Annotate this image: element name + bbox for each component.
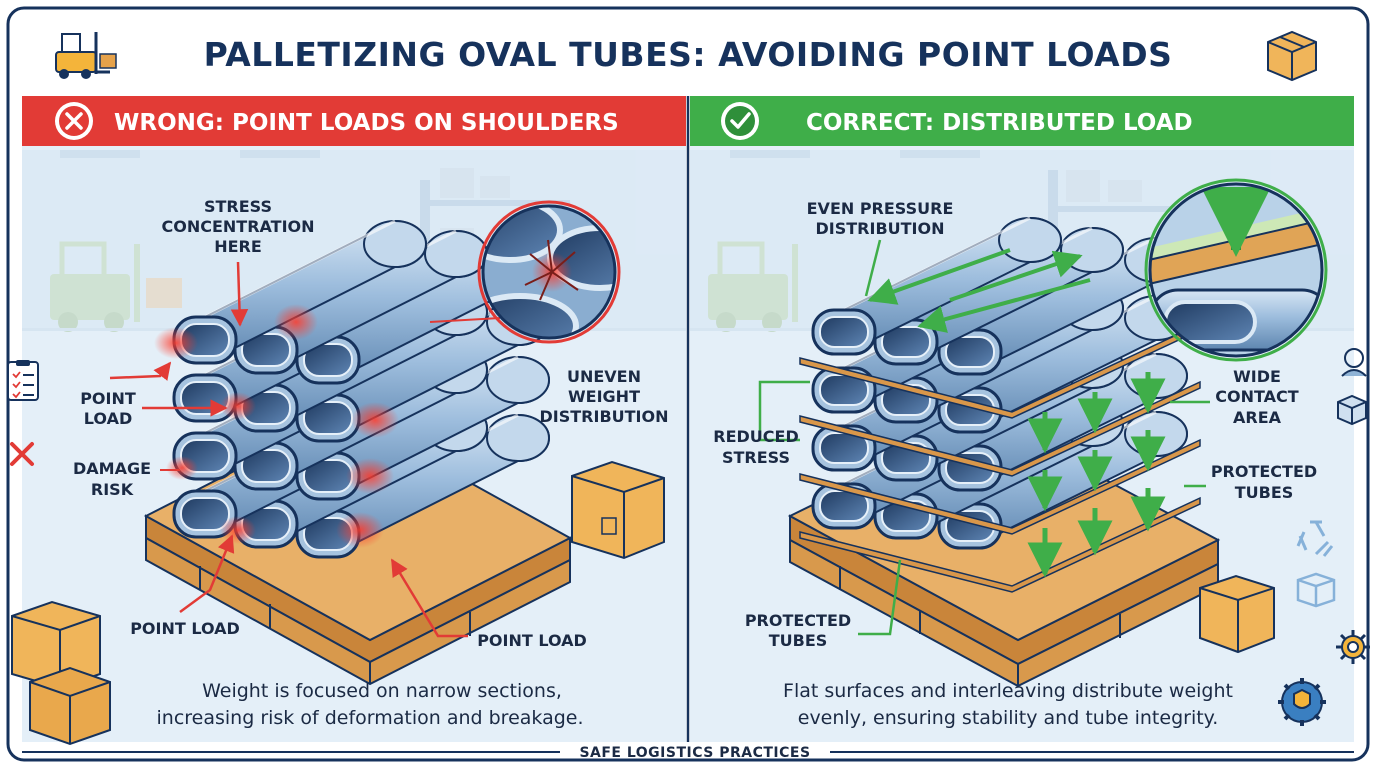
footer-text: SAFE LOGISTICS PRACTICES — [579, 745, 810, 761]
uneven-label-line-3: DISTRIBUTION — [540, 407, 669, 426]
interleaving-sheet — [799, 438, 1201, 535]
crack-magnifier — [429, 200, 621, 344]
shield-gear-icon — [1278, 678, 1326, 726]
even-label-line-1: EVEN PRESSURE — [807, 199, 954, 218]
reduced-label-line-2: STRESS — [722, 448, 790, 467]
point-load-bottom-label: POINT LOAD — [130, 619, 240, 638]
checklist-icon — [7, 360, 39, 401]
uneven-label-line-1: UNEVEN — [567, 367, 641, 386]
wrong-heading: WRONG: POINT LOADS ON SHOULDERS — [114, 110, 619, 136]
footer: SAFE LOGISTICS PRACTICES — [22, 745, 1354, 761]
worker-icon — [1341, 348, 1367, 377]
check-badge-icon — [721, 102, 759, 140]
damage-label-line-2: RISK — [91, 480, 134, 499]
uneven-label-line-2: WEIGHT — [568, 387, 640, 406]
protected-right-line-1: PROTECTED — [1211, 462, 1317, 481]
cross-icon — [10, 442, 34, 466]
open-box-icon — [1296, 572, 1336, 608]
box-icon — [1199, 574, 1275, 654]
forklift-silhouette-right — [708, 241, 798, 332]
contact-magnifier — [1144, 178, 1328, 362]
wide-label-line-3: AREA — [1233, 408, 1282, 427]
stress-label-line-2: CONCENTRATION — [161, 217, 314, 236]
box-icon — [1267, 30, 1317, 82]
wrong-caption-line-1: Weight is focused on narrow sections, — [202, 680, 562, 702]
wide-label-line-2: CONTACT — [1215, 387, 1299, 406]
interleaving-sheet — [799, 496, 1201, 593]
gear-icon — [1336, 630, 1370, 664]
stress-label-line-3: HERE — [214, 237, 262, 256]
tube — [172, 219, 427, 365]
point-load-label-line-2: LOAD — [84, 409, 132, 428]
package-icon — [1337, 394, 1367, 426]
wrong-caption-line-2: increasing risk of deformation and break… — [157, 707, 584, 729]
point-load-label-line-1: POINT — [80, 389, 136, 408]
header: PALLETIZING OVAL TUBES: AVOIDING POINT L… — [55, 30, 1317, 82]
page-title: PALLETIZING OVAL TUBES: AVOIDING POINT L… — [204, 35, 1173, 74]
distribution-arrows — [867, 248, 1166, 578]
reduced-label-line-1: REDUCED — [713, 427, 798, 446]
correct-caption-line-2: evenly, ensuring stability and tube inte… — [798, 707, 1219, 729]
cardboard-boxes-left — [11, 460, 665, 746]
point-load-right-label: POINT LOAD — [477, 631, 587, 650]
correct-labels: EVEN PRESSURE DISTRIBUTION REDUCED STRES… — [713, 199, 1317, 650]
wrong-banner — [22, 96, 686, 146]
box-icon — [571, 460, 665, 560]
correct-heading: CORRECT: DISTRIBUTED LOAD — [806, 110, 1193, 136]
protected-bottom-line-1: PROTECTED — [745, 611, 851, 630]
protected-bottom-line-2: TUBES — [769, 631, 828, 650]
protected-right-line-2: TUBES — [1235, 483, 1294, 502]
forklift-silhouette-left — [50, 241, 182, 332]
stress-glows — [154, 304, 399, 548]
correct-banner — [690, 96, 1354, 146]
wrong-labels: STRESS CONCENTRATION HERE POINT LOAD DAM… — [73, 197, 669, 650]
wrong-leaders — [109, 261, 468, 638]
forklift-icon — [55, 32, 117, 79]
correct-caption-line-1: Flat surfaces and interleaving distribut… — [783, 680, 1233, 702]
cross-badge-icon — [55, 102, 93, 140]
box-icon — [29, 666, 111, 746]
wide-label-line-1: WIDE — [1233, 367, 1281, 386]
correct-leaders — [758, 239, 1210, 636]
interleaving-sheet — [799, 380, 1201, 477]
recycle-icon — [1296, 520, 1334, 557]
even-label-line-2: DISTRIBUTION — [816, 219, 945, 238]
stress-label-line-1: STRESS — [204, 197, 272, 216]
damage-label-line-1: DAMAGE — [73, 459, 151, 478]
